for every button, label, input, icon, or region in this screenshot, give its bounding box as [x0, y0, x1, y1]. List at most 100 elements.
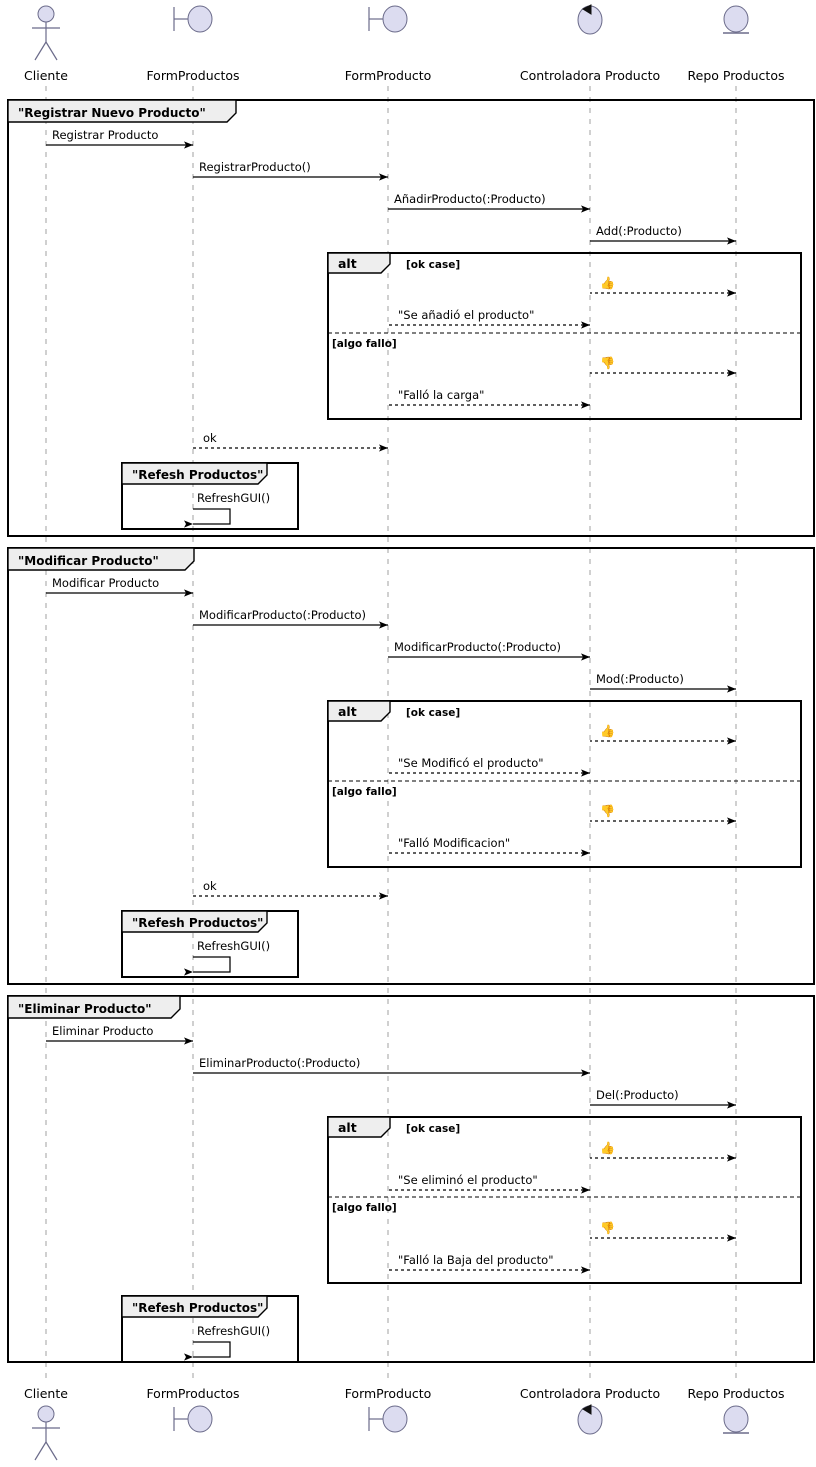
- nested-frame-0-tab: [121, 462, 268, 485]
- message: 👎: [590, 1221, 736, 1242]
- participant-footer-name-3: Controladora Producto: [520, 1386, 660, 1401]
- participant-footer-1[interactable]: FormProductos: [146, 1386, 240, 1433]
- message-label: ModificarProducto(:Producto): [394, 640, 561, 654]
- message-label: RegistrarProducto(): [199, 160, 311, 174]
- boundary-circle-icon: [382, 1405, 408, 1433]
- boundary-circle-icon: [382, 5, 408, 33]
- message-label: Mod(:Producto): [596, 672, 684, 686]
- message-label: Modificar Producto: [52, 576, 159, 590]
- participant-header-3[interactable]: Controladora Producto: [520, 4, 660, 83]
- alt-fragment-0: alt: [327, 252, 802, 420]
- outer-frame-0-tab: [7, 99, 237, 123]
- alt-guard-ok-1: [ok case]: [406, 707, 460, 719]
- participant-header-0[interactable]: Cliente: [24, 5, 68, 83]
- outer-frame-0: "Registrar Nuevo Producto": [7, 99, 815, 537]
- alt-fragment-1-title: alt: [338, 704, 357, 719]
- alt-fragment-2-title: alt: [338, 1120, 357, 1135]
- outer-frame-2-tab: [7, 995, 181, 1019]
- control-arrow-icon: [581, 4, 592, 15]
- message-label: "Falló Modificacion": [398, 836, 510, 850]
- thumbs-up-icon: 👍: [600, 276, 615, 290]
- message-label: "Se Modificó el producto": [398, 756, 544, 770]
- outer-frame-2-border: [7, 995, 815, 1363]
- message: ok: [193, 879, 388, 900]
- outer-frame-1-tab: [7, 547, 195, 571]
- actor-head-icon: [37, 1405, 55, 1423]
- participant-name-2: FormProducto: [345, 68, 432, 83]
- nested-frame-0: "Refesh Productos": [121, 462, 299, 530]
- alt-fragment-1-tab: [327, 700, 391, 722]
- message-label: Registrar Producto: [52, 128, 158, 142]
- message: "Se Modificó el producto": [388, 756, 590, 777]
- participant-header-4[interactable]: Repo Productos: [688, 5, 785, 83]
- message: Modificar Producto: [46, 576, 193, 597]
- message-label: ModificarProducto(:Producto): [199, 608, 366, 622]
- nested-frame-2: "Refesh Productos": [121, 1295, 299, 1363]
- alt-fragment-2: alt: [327, 1116, 802, 1284]
- message: RegistrarProducto(): [193, 160, 388, 181]
- self-message-label-0: RefreshGUI(): [197, 491, 270, 505]
- nested-frame-1-tab: [121, 910, 268, 933]
- message-label: "Falló la Baja del producto": [398, 1253, 554, 1267]
- message: "Se añadió el producto": [388, 308, 590, 329]
- outer-frame-1: "Modificar Producto": [7, 547, 815, 985]
- self-message-loop-2: [184, 1341, 231, 1361]
- message: Del(:Producto): [590, 1088, 736, 1109]
- participant-footer-0[interactable]: Cliente: [24, 1386, 68, 1461]
- message: ModificarProducto(:Producto): [193, 608, 388, 629]
- participant-footer-name-2: FormProducto: [345, 1386, 432, 1401]
- entity-circle-icon: [723, 1405, 749, 1433]
- alt-fragment-0-tab: [327, 252, 391, 274]
- nested-frame-1-title: "Refesh Productos": [132, 916, 263, 930]
- message-label: "Se añadió el producto": [398, 308, 534, 322]
- nested-frame-2-title: "Refesh Productos": [132, 1301, 263, 1315]
- thumbs-up-icon: 👍: [600, 1141, 615, 1155]
- message: 👍: [590, 276, 736, 297]
- participant-footer-4[interactable]: Repo Productos: [688, 1386, 785, 1434]
- alt-guard-else-2: [algo fallo]: [332, 1202, 397, 1214]
- thumbs-down-icon: 👎: [600, 356, 615, 370]
- nested-frame-0-title: "Refesh Productos": [132, 468, 263, 482]
- participant-name-0: Cliente: [24, 68, 68, 83]
- message-label: Add(:Producto): [596, 224, 682, 238]
- alt-fragment-1: alt: [327, 700, 802, 868]
- message: "Se eliminó el producto": [388, 1173, 590, 1194]
- thumbs-up-icon: 👍: [600, 724, 615, 738]
- participant-footer-name-4: Repo Productos: [688, 1386, 785, 1401]
- participant-footer-name-0: Cliente: [24, 1386, 68, 1401]
- outer-frame-1-title: "Modificar Producto": [18, 554, 159, 568]
- participant-header-2[interactable]: FormProducto: [345, 5, 432, 83]
- participant-footer-name-1: FormProductos: [146, 1386, 239, 1401]
- message: Mod(:Producto): [590, 672, 736, 693]
- outer-frame-0-border: [7, 99, 815, 537]
- self-message-2: RefreshGUI(): [184, 1324, 270, 1361]
- alt-fragment-2-tab: [327, 1116, 391, 1138]
- message: "Falló Modificacion": [388, 836, 590, 857]
- message-label: "Falló la carga": [398, 388, 484, 402]
- alt-fragment-1-border: [327, 700, 802, 868]
- participant-footer-3[interactable]: Controladora Producto: [520, 1386, 660, 1435]
- alt-fragment-2-border: [327, 1116, 802, 1284]
- participant-footer-2[interactable]: FormProducto: [345, 1386, 432, 1433]
- alt-guard-else-1: [algo fallo]: [332, 786, 397, 798]
- self-message-label-1: RefreshGUI(): [197, 939, 270, 953]
- actor-leg-left-icon: [34, 41, 47, 61]
- message: "Falló la carga": [388, 388, 590, 409]
- outer-frame-1-border: [7, 547, 815, 985]
- message: Eliminar Producto: [46, 1024, 193, 1045]
- message-label: ok: [203, 879, 217, 893]
- message: 👍: [590, 1141, 736, 1162]
- alt-guard-ok-0: [ok case]: [406, 259, 460, 271]
- alt-fragment-0-title: alt: [338, 256, 357, 271]
- alt-guard-else-0: [algo fallo]: [332, 338, 397, 350]
- participant-name-4: Repo Productos: [688, 68, 785, 83]
- message: ModificarProducto(:Producto): [388, 640, 590, 661]
- participant-header-1[interactable]: FormProductos: [146, 5, 240, 83]
- message: ok: [193, 431, 388, 452]
- message-label: EliminarProducto(:Producto): [199, 1056, 360, 1070]
- message: 👍: [590, 724, 736, 745]
- control-arrow-icon: [581, 1404, 592, 1415]
- message: Registrar Producto: [46, 128, 193, 149]
